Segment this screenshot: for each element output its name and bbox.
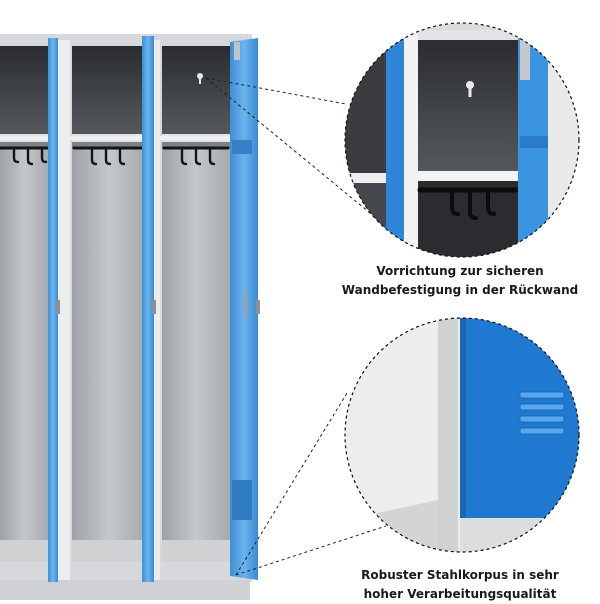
wall-mount-hole-icon [466, 81, 474, 97]
compartment-2 [72, 46, 146, 562]
caption-wall-mounting-line2: Wandbefestigung in der Rückwand [341, 283, 579, 297]
coat-hook-icon [0, 146, 230, 166]
caption-wall-mounting-line1: Vorrichtung zur sicheren [376, 264, 544, 278]
zoom-connector-lines [205, 77, 399, 576]
locker-door-3 [230, 38, 260, 580]
compartment-1 [0, 46, 50, 562]
caption-steel-body-line2: hoher Verarbeitungsqualität [363, 587, 557, 601]
ventilation-slots-icon [519, 391, 565, 435]
compartment-3 [162, 46, 230, 562]
locker-door-1 [48, 38, 60, 582]
zoom-detail-wall-mount [344, 22, 580, 258]
caption-steel-body-line1: Robuster Stahlkorpus in sehr [361, 568, 559, 582]
wall-mount-hole-icon [197, 73, 203, 84]
caption-steel-body: Robuster Stahlkorpus in sehr hoher Verar… [340, 566, 580, 604]
coat-hook-icon [417, 187, 519, 220]
caption-wall-mounting: Vorrichtung zur sicheren Wandbefestigung… [340, 262, 580, 300]
locker-main [0, 34, 260, 600]
locker-door-2 [142, 36, 156, 582]
zoom-detail-steel-body [344, 317, 580, 553]
